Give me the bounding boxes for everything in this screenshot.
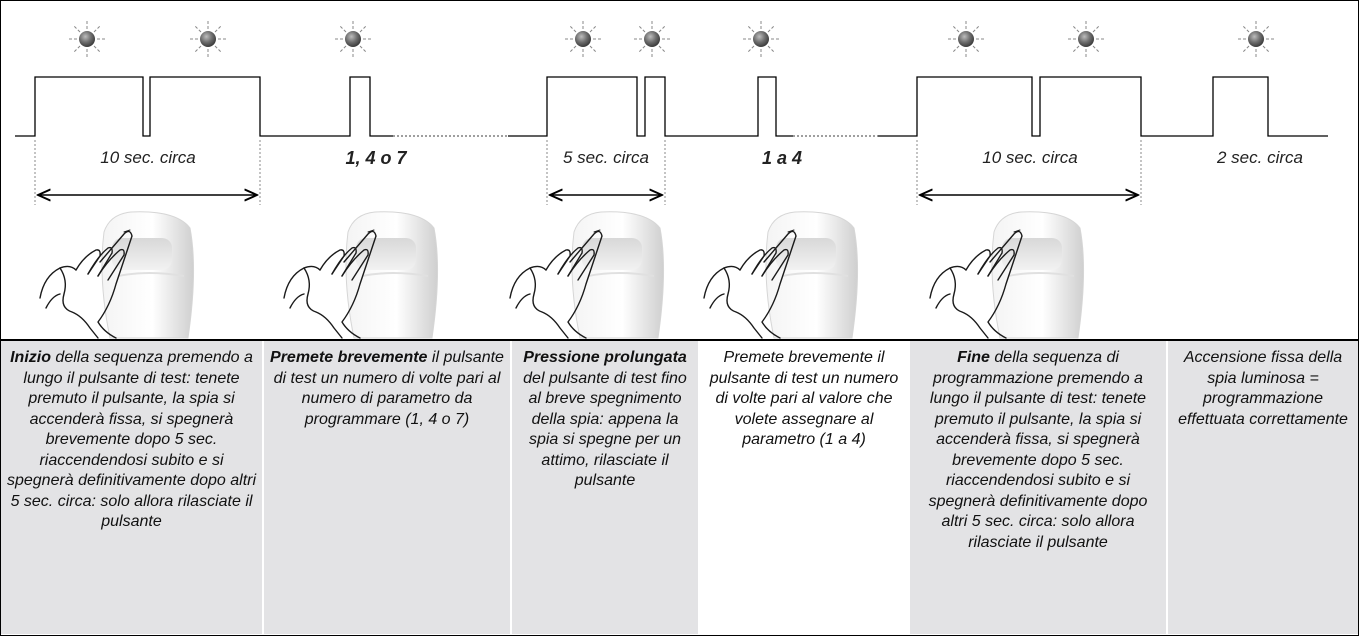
step-panel-end: Fine della sequenza di programmazione pr… <box>910 341 1166 634</box>
timing-label: 2 sec. circa <box>1217 148 1303 167</box>
pir-sensor-icon <box>509 210 665 339</box>
led-light-icon <box>66 18 108 60</box>
led-indicators <box>66 18 1277 60</box>
step-text: Premete brevemente il pulsante di test u… <box>709 349 899 448</box>
panel-divider <box>0 339 1359 341</box>
led-light-icon <box>562 18 604 60</box>
timing-label: 5 sec. circa <box>563 148 649 167</box>
led-light-icon <box>1235 18 1277 60</box>
pir-sensor-icon <box>283 210 439 339</box>
step-text: il pulsante di test un numero di volte p… <box>273 349 504 428</box>
step-panel-value: Premete brevemente il pulsante di test u… <box>700 341 908 634</box>
led-light-icon <box>631 18 673 60</box>
led-light-icon <box>1065 18 1107 60</box>
step-title: Premete brevemente <box>270 349 428 366</box>
step-text: del pulsante di test fino al breve spegn… <box>523 369 687 490</box>
timing-label: 1, 4 o 7 <box>345 148 407 168</box>
led-light-icon <box>187 18 229 60</box>
led-light-icon <box>740 18 782 60</box>
pir-sensor-icon <box>39 210 195 339</box>
led-light-icon <box>332 18 374 60</box>
step-text: della sequenza di programmazione premend… <box>928 349 1148 551</box>
signal-waveform <box>15 76 1328 137</box>
step-title: Inizio <box>10 349 51 366</box>
timing-diagram <box>15 18 1328 339</box>
step-panel-press-long: Pressione prolungata del pulsante di tes… <box>512 341 698 634</box>
led-light-icon <box>945 18 987 60</box>
step-text: della sequenza premendo a lungo il pulsa… <box>6 349 257 530</box>
sensor-illustrations <box>39 210 1085 339</box>
step-title: Pressione prolungata <box>523 349 687 366</box>
timing-label: 10 sec. circa <box>982 148 1078 167</box>
pir-sensor-icon <box>703 210 859 339</box>
timing-label: 10 sec. circa <box>100 148 196 167</box>
timing-label: 1 a 4 <box>761 148 803 168</box>
pir-sensor-icon <box>929 210 1085 339</box>
step-panel-confirm: Accensione fissa della spia luminosa = p… <box>1168 341 1358 634</box>
step-panel-start: Inizio della sequenza premendo a lungo i… <box>1 341 262 634</box>
duration-guides <box>34 140 1142 205</box>
step-title: Fine <box>957 349 990 366</box>
step-text: Accensione fissa della spia luminosa = p… <box>1178 349 1348 428</box>
step-panel-press-short: Premete brevemente il pulsante di test u… <box>264 341 510 634</box>
